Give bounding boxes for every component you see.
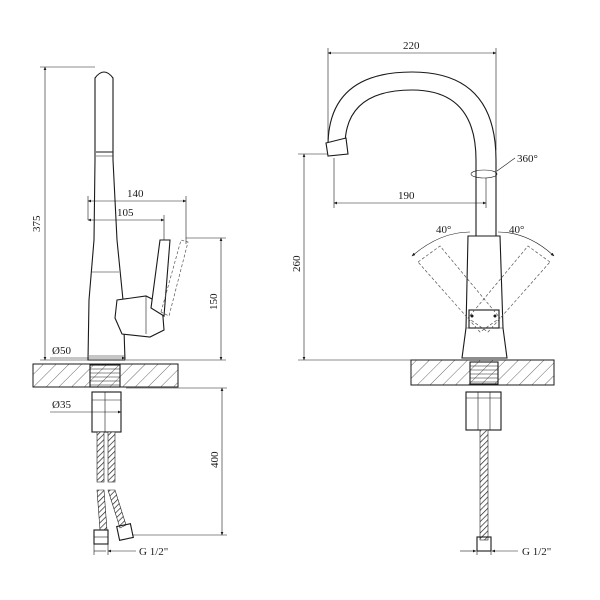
- front-aerator: [325, 137, 349, 157]
- side-dim-150: 150: [208, 293, 220, 310]
- side-hose-right: [107, 431, 116, 483]
- side-countertop: [32, 363, 179, 388]
- front-dim-190: 190: [398, 190, 415, 202]
- front-dim-angle-left: 40°: [436, 224, 451, 236]
- front-hose: [479, 429, 489, 541]
- side-dim-105: 105: [117, 207, 134, 219]
- side-spout-body: [87, 71, 126, 361]
- front-mount-stud: [469, 361, 499, 385]
- front-gooseneck: [327, 71, 497, 240]
- side-hose-left: [96, 431, 105, 483]
- side-mount-stud: [89, 364, 121, 388]
- side-hose-right-low: [107, 489, 127, 529]
- side-dim-375: 375: [31, 215, 43, 232]
- side-dim-mount-diameter: Ø35: [52, 399, 71, 411]
- side-dim-base-diameter: Ø50: [52, 345, 71, 357]
- front-body: [461, 235, 508, 359]
- side-lever: [150, 239, 171, 317]
- front-thread-label: G 1/2": [522, 546, 551, 558]
- front-dim-220: 220: [403, 40, 420, 52]
- front-rotation-ellipse: [470, 169, 498, 179]
- front-dim-260: 260: [291, 255, 303, 272]
- front-angle-arc-right: [497, 231, 555, 257]
- front-angle-arc-left: [411, 231, 471, 257]
- side-lever-ghost: [160, 239, 189, 317]
- front-dim-angle-right: 40°: [509, 224, 524, 236]
- side-dim-140: 140: [127, 188, 144, 200]
- front-lever-ghost-left: [417, 245, 501, 333]
- side-view: 375 140 105 150 Ø50 Ø35 400 G 1/2": [31, 66, 227, 558]
- front-countertop: [410, 359, 555, 386]
- side-hose-fitting-right: [116, 523, 134, 541]
- side-hose-left-low: [96, 489, 108, 531]
- front-lever-ghost-right: [467, 245, 551, 333]
- front-view: 360° 40° 40° 220: [291, 40, 555, 558]
- side-dim-400: 400: [209, 451, 221, 468]
- side-thread-label: G 1/2": [139, 546, 168, 558]
- front-dim-rotation: 360°: [517, 153, 538, 165]
